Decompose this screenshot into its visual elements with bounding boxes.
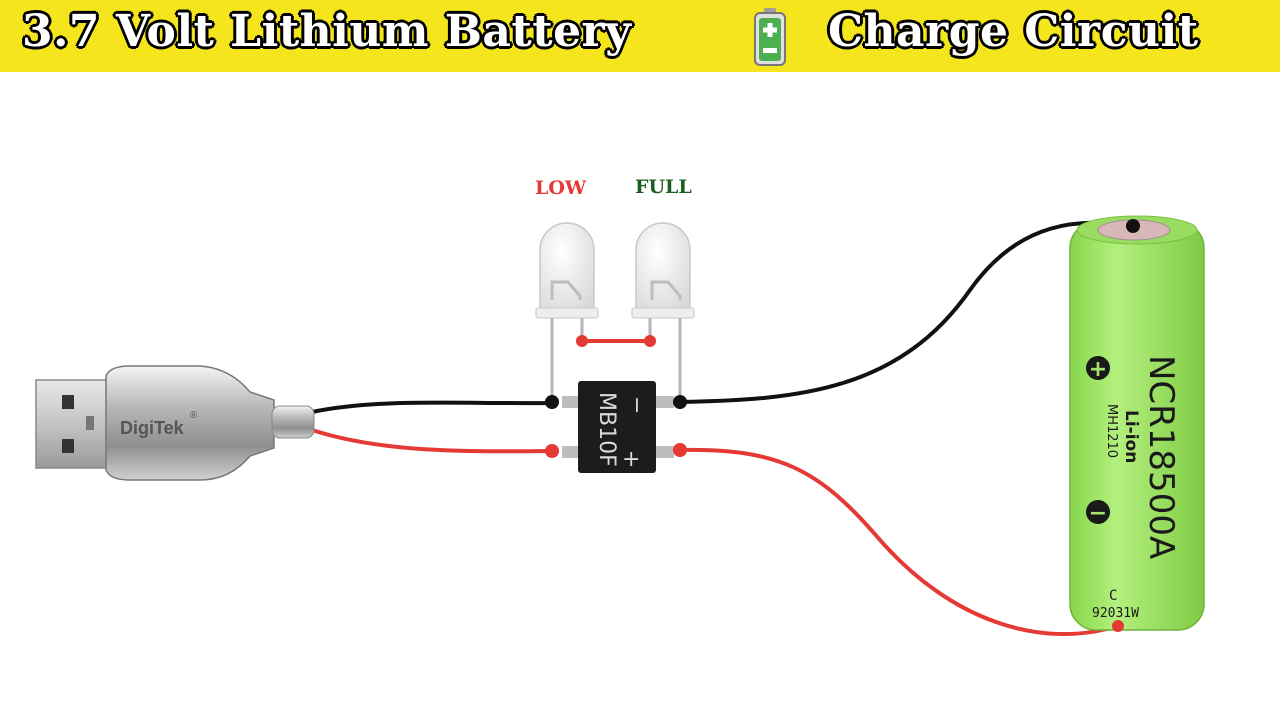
battery-lot-letter: C [1109, 588, 1117, 604]
battery-plus-circle [1086, 356, 1110, 380]
battery-icon [754, 8, 786, 66]
junction-red-right [673, 443, 687, 457]
title-banner: 3.7 Volt Lithium Battery Charge Circuit [0, 0, 1280, 72]
usb-brand-label: DigiTek [120, 418, 185, 438]
usb-plug [35, 379, 117, 469]
led-low [535, 222, 599, 398]
usb-housing [105, 365, 275, 481]
led-full [631, 222, 695, 398]
wire-black-usb [311, 400, 553, 414]
battery-plus-symbol: + [1089, 357, 1107, 382]
battery-positive-terminal [1126, 219, 1140, 233]
battery-chemistry: Li-ion [1121, 410, 1141, 463]
led-low-label: LOW [535, 177, 587, 199]
battery-minus-symbol: − [1089, 501, 1107, 526]
battery-code: MH1210 [1104, 404, 1119, 458]
led-link-wire [576, 335, 656, 347]
junction-black-left [545, 395, 559, 409]
battery-minus-circle [1086, 500, 1110, 524]
wire-black-battery [679, 220, 1134, 404]
junction-black-right [673, 395, 687, 409]
bridge-plus-marking: + [622, 447, 640, 472]
wire-red-usb [311, 428, 553, 454]
led-full-label: FULL [635, 176, 692, 198]
title-text-right: Charge Circuit [828, 6, 1199, 57]
title-text-left: 3.7 Volt Lithium Battery [22, 6, 632, 57]
bridge-minus-marking: − [624, 396, 649, 414]
lithium-battery [1069, 215, 1205, 631]
wire-red-battery [679, 447, 1119, 637]
battery-model: NCR18500A [1141, 355, 1181, 559]
bridge-rectifier [562, 381, 674, 473]
battery-negative-terminal [1112, 620, 1124, 632]
battery-lot: 92031W [1092, 606, 1139, 621]
usb-cable-sleeve [271, 405, 315, 439]
usb-registered-mark: ® [190, 410, 198, 421]
bridge-part-number: MB10F [594, 392, 619, 467]
junction-red-left [545, 444, 559, 458]
